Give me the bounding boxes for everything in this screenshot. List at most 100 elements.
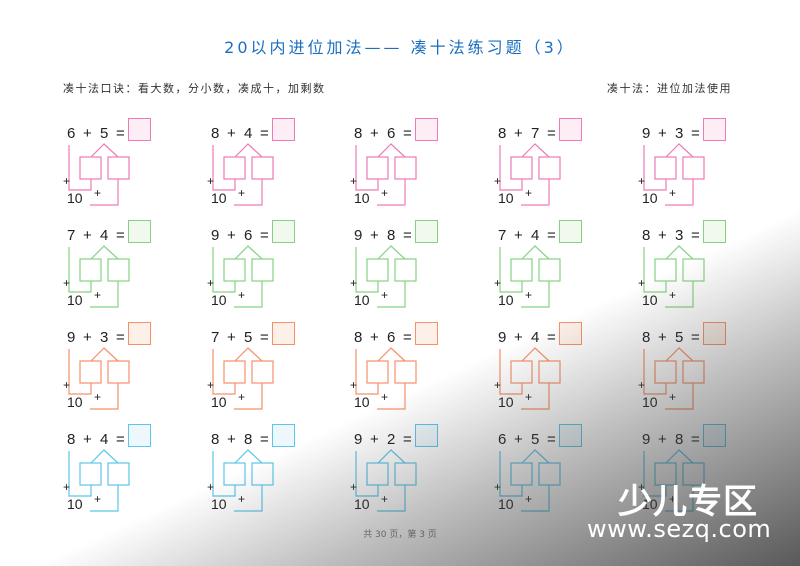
split-box-right[interactable]	[395, 361, 416, 383]
answer-box[interactable]	[415, 220, 438, 243]
split-box-left[interactable]	[655, 157, 676, 179]
split-box-right[interactable]	[395, 259, 416, 281]
answer-box[interactable]	[415, 424, 438, 447]
plus-sign: +	[370, 125, 379, 142]
split-box-right[interactable]	[108, 463, 129, 485]
split-box-left[interactable]	[224, 361, 245, 383]
plus-sign-left: +	[494, 378, 502, 392]
split-box-left[interactable]	[655, 259, 676, 281]
split-box-left[interactable]	[655, 361, 676, 383]
problem-16: 8 + 4 = + 10 +	[62, 424, 172, 523]
answer-box[interactable]	[703, 424, 726, 447]
split-box-right[interactable]	[683, 157, 704, 179]
split-box-right[interactable]	[539, 361, 560, 383]
answer-box[interactable]	[272, 424, 295, 447]
answer-box[interactable]	[272, 220, 295, 243]
watermark-url: www.sezq.com	[587, 515, 772, 543]
split-box-left[interactable]	[80, 259, 101, 281]
watermark-brand: 少儿专区	[618, 482, 758, 522]
addend-b: 6	[387, 329, 396, 346]
split-box-left[interactable]	[80, 157, 101, 179]
split-box-right[interactable]	[683, 361, 704, 383]
answer-box[interactable]	[559, 322, 582, 345]
split-box-left[interactable]	[80, 361, 101, 383]
split-box-left[interactable]	[511, 361, 532, 383]
split-box-left[interactable]	[367, 463, 388, 485]
split-box-left[interactable]	[224, 157, 245, 179]
problem-4: 8 + 7 = + 10 +	[493, 118, 603, 217]
split-box-right[interactable]	[252, 463, 273, 485]
answer-box[interactable]	[272, 322, 295, 345]
split-box-left[interactable]	[80, 463, 101, 485]
answer-box[interactable]	[128, 424, 151, 447]
split-box-right[interactable]	[252, 157, 273, 179]
problem-19: 6 + 5 = + 10 +	[493, 424, 603, 523]
ten-label: 10	[211, 190, 227, 206]
addend-b: 4	[244, 125, 253, 142]
answer-box[interactable]	[415, 118, 438, 141]
plus-sign-left: +	[350, 174, 358, 188]
ten-label: 10	[67, 394, 83, 410]
split-box-right[interactable]	[108, 361, 129, 383]
plus-sign-left: +	[494, 174, 502, 188]
problem-5: 9 + 3 = + 10 +	[637, 118, 747, 217]
ten-label: 10	[354, 394, 370, 410]
answer-box[interactable]	[559, 220, 582, 243]
equals-sign: =	[547, 431, 556, 448]
plus-sign: +	[514, 227, 523, 244]
ten-label: 10	[67, 292, 83, 308]
ten-label: 10	[498, 292, 514, 308]
split-box-left[interactable]	[224, 463, 245, 485]
split-box-right[interactable]	[108, 259, 129, 281]
split-box-right[interactable]	[683, 259, 704, 281]
plus-sign-bottom: +	[381, 186, 389, 200]
addend-a: 7	[67, 227, 76, 244]
split-box-left[interactable]	[511, 259, 532, 281]
split-box-right[interactable]	[395, 463, 416, 485]
addend-b: 6	[244, 227, 253, 244]
plus-sign: +	[370, 431, 379, 448]
equals-sign: =	[403, 227, 412, 244]
plus-sign-bottom: +	[381, 390, 389, 404]
split-box-right[interactable]	[539, 157, 560, 179]
ten-label: 10	[211, 292, 227, 308]
split-box-right[interactable]	[108, 157, 129, 179]
answer-box[interactable]	[703, 322, 726, 345]
plus-sign-bottom: +	[525, 288, 533, 302]
addend-a: 9	[354, 227, 363, 244]
split-box-right[interactable]	[539, 463, 560, 485]
plus-sign-bottom: +	[669, 390, 677, 404]
plus-sign: +	[514, 125, 523, 142]
split-box-right[interactable]	[539, 259, 560, 281]
split-box-left[interactable]	[367, 361, 388, 383]
split-box-left[interactable]	[511, 463, 532, 485]
plus-sign-left: +	[350, 276, 358, 290]
equals-sign: =	[547, 329, 556, 346]
answer-box[interactable]	[703, 220, 726, 243]
split-box-left[interactable]	[511, 157, 532, 179]
answer-box[interactable]	[128, 118, 151, 141]
split-box-left[interactable]	[367, 157, 388, 179]
plus-sign-left: +	[63, 174, 71, 188]
ten-label: 10	[354, 496, 370, 512]
plus-sign-left: +	[63, 480, 71, 494]
answer-box[interactable]	[703, 118, 726, 141]
problem-13: 8 + 6 = + 10 +	[349, 322, 459, 421]
plus-sign: +	[658, 329, 667, 346]
answer-box[interactable]	[559, 424, 582, 447]
plus-sign-left: +	[638, 276, 646, 290]
addend-a: 8	[642, 329, 651, 346]
split-box-right[interactable]	[395, 157, 416, 179]
answer-box[interactable]	[128, 322, 151, 345]
equals-sign: =	[547, 125, 556, 142]
answer-box[interactable]	[272, 118, 295, 141]
answer-box[interactable]	[559, 118, 582, 141]
answer-box[interactable]	[415, 322, 438, 345]
answer-box[interactable]	[128, 220, 151, 243]
split-box-right[interactable]	[252, 361, 273, 383]
split-box-left[interactable]	[224, 259, 245, 281]
addend-a: 8	[211, 431, 220, 448]
split-box-right[interactable]	[252, 259, 273, 281]
split-box-left[interactable]	[367, 259, 388, 281]
